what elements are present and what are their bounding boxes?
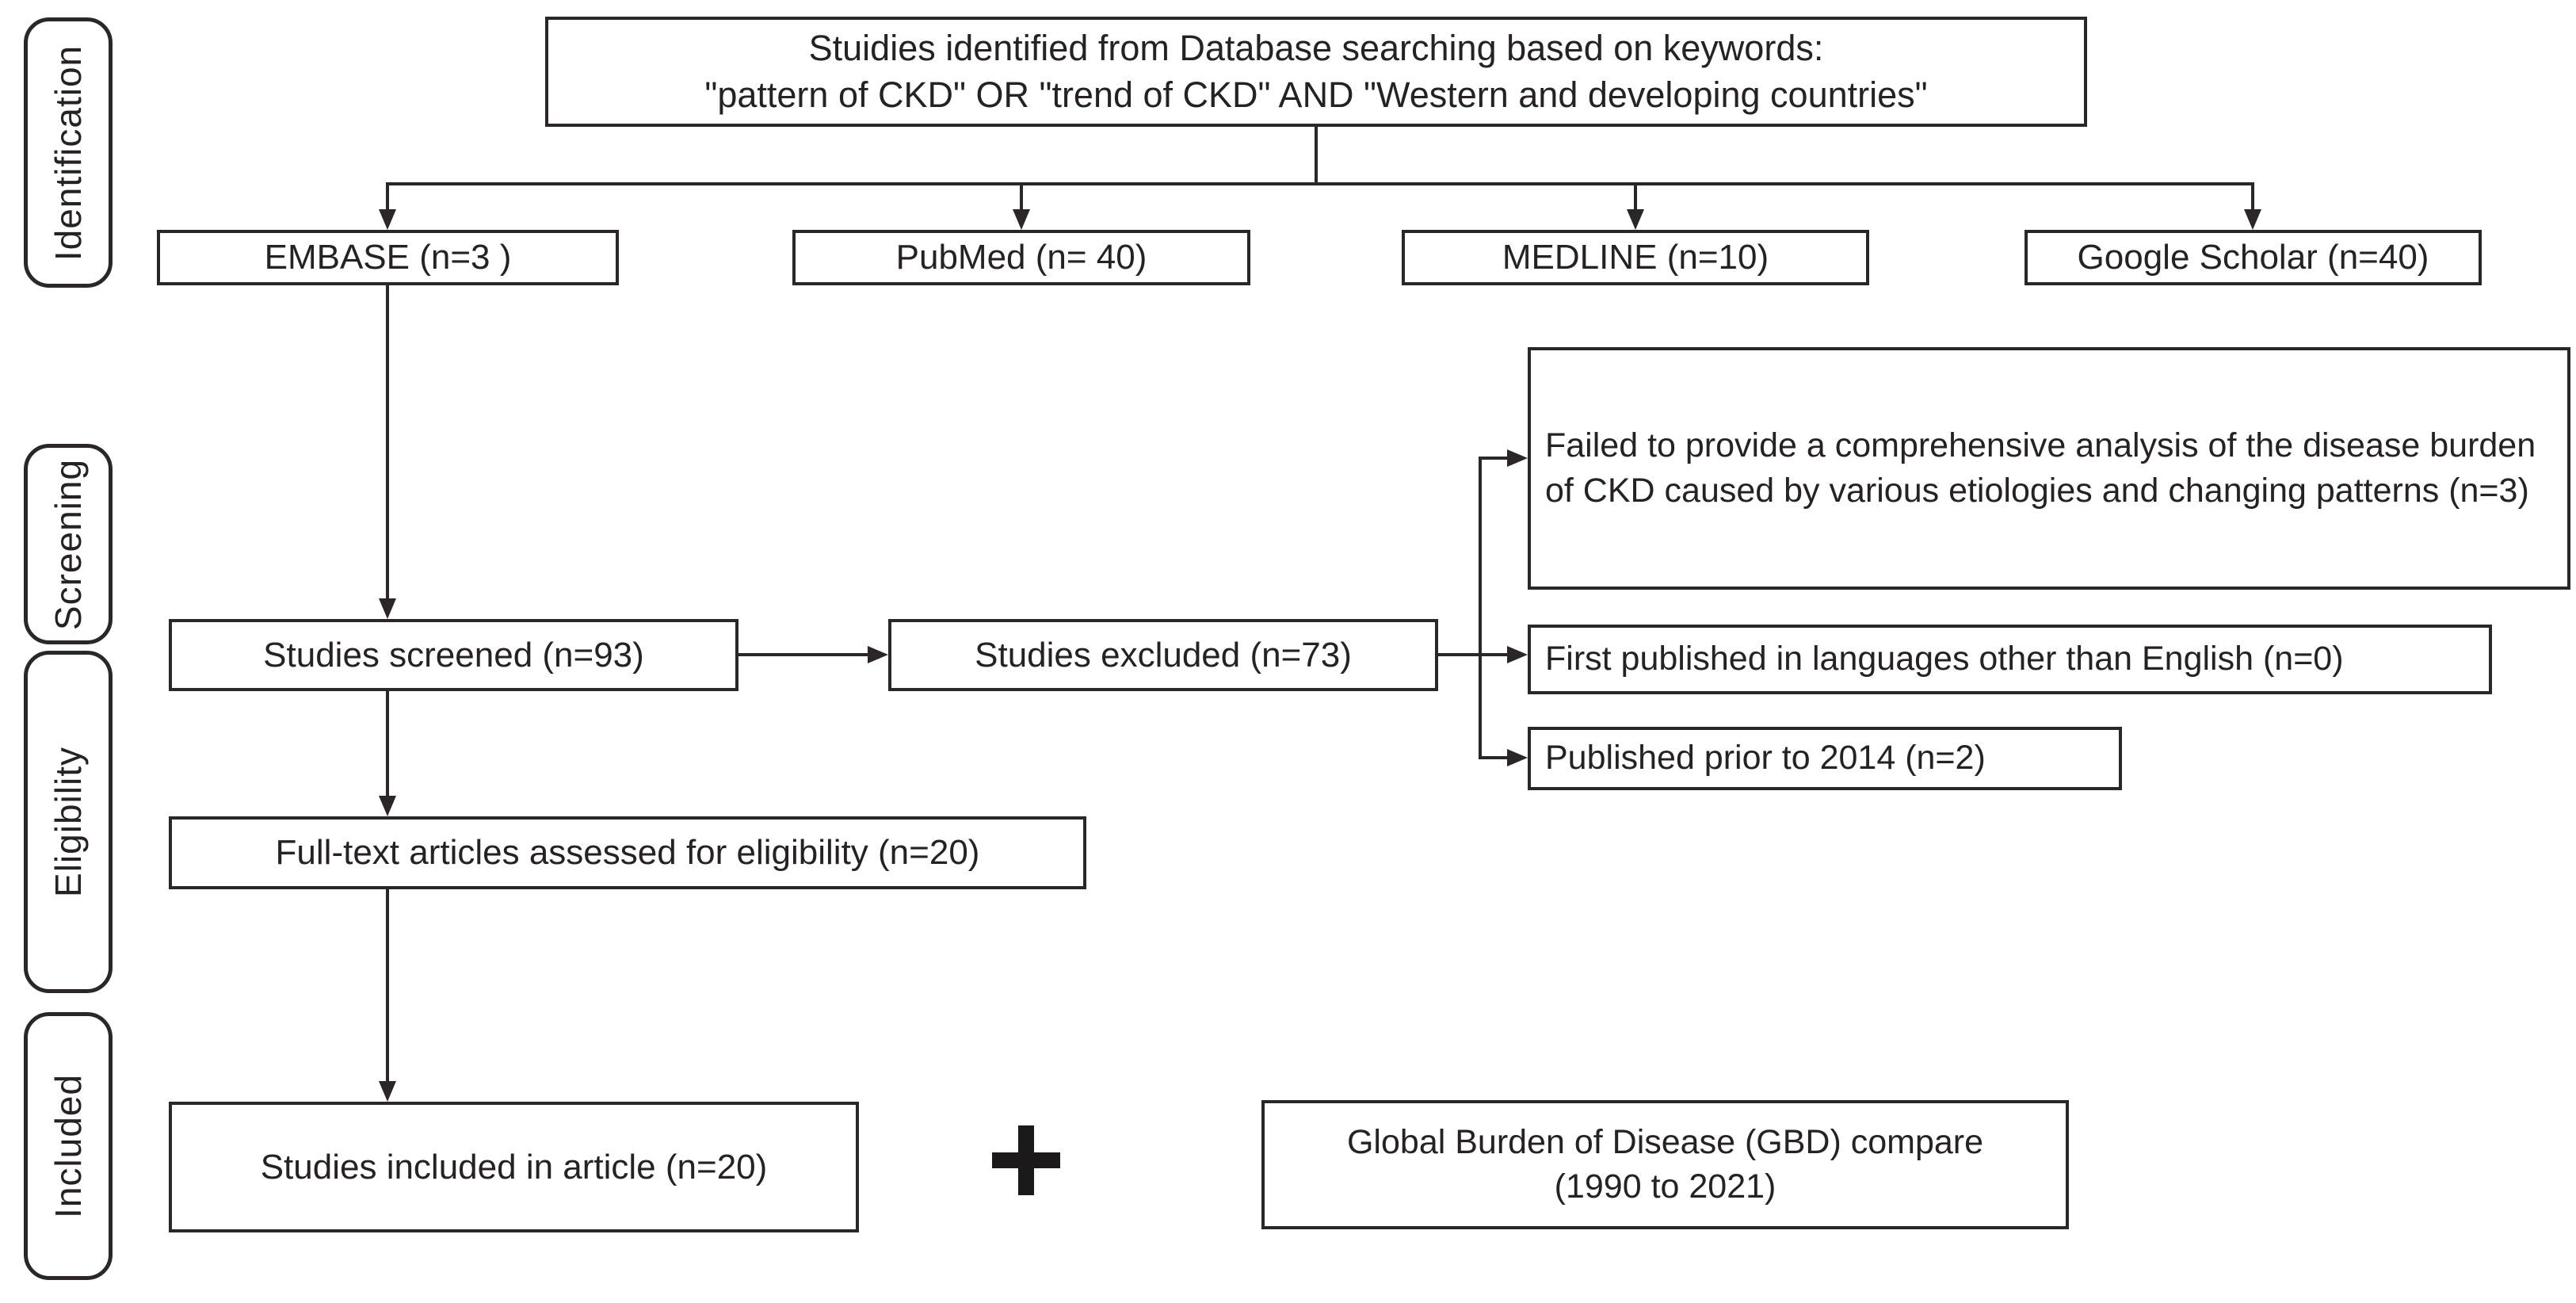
medline-label: MEDLINE (n=10) xyxy=(1502,238,1769,277)
connector-reason2-stub xyxy=(1482,653,1509,656)
connector-topbox-stem xyxy=(1315,127,1318,185)
plus-icon-horizontal-bar xyxy=(992,1152,1060,1168)
stage-pill-identification: Identification xyxy=(24,17,113,288)
medline-box: MEDLINE (n=10) xyxy=(1402,230,1869,285)
arrowhead-fulltext xyxy=(379,796,396,816)
connector-medline-stub xyxy=(1634,182,1637,212)
connector-google-stub xyxy=(2251,182,2254,212)
studies-included-label: Studies included in article (n=20) xyxy=(260,1147,768,1186)
embase-label: EMBASE (n=3 ) xyxy=(264,238,512,277)
stage-label-eligibility: Eligibility xyxy=(48,747,90,897)
gbd-compare-box: Global Burden of Disease (GBD) compare (… xyxy=(1261,1100,2069,1229)
connector-reasons-vertical xyxy=(1479,457,1482,759)
exclusion-reason-2-box: First published in languages other than … xyxy=(1528,625,2492,694)
connector-embase-screened xyxy=(386,285,389,600)
stage-pill-eligibility: Eligibility xyxy=(24,651,113,993)
connector-fulltext-included xyxy=(386,889,389,1083)
arrowhead-medline xyxy=(1627,209,1644,230)
studies-screened-box: Studies screened (n=93) xyxy=(169,619,738,691)
exclusion-reason-1-label: Failed to provide a comprehensive analys… xyxy=(1545,426,2536,510)
arrowhead-included xyxy=(379,1081,396,1102)
gbd-compare-line2: (1990 to 2021) xyxy=(1554,1167,1776,1206)
google-scholar-label: Google Scholar (n=40) xyxy=(2077,238,2429,277)
connector-branch-horizontal xyxy=(386,182,2254,185)
arrowhead-embase xyxy=(379,209,396,230)
connector-excluded-junction xyxy=(1438,653,1482,656)
google-scholar-box: Google Scholar (n=40) xyxy=(2025,230,2482,285)
studies-included-box: Studies included in article (n=20) xyxy=(169,1102,859,1232)
exclusion-reason-1-box: Failed to provide a comprehensive analys… xyxy=(1528,347,2570,590)
stage-label-included: Included xyxy=(48,1074,90,1218)
arrowhead-reason1 xyxy=(1507,449,1528,467)
connector-pubmed-stub xyxy=(1020,182,1023,212)
connector-screened-fulltext xyxy=(386,691,389,799)
exclusion-reason-3-box: Published prior to 2014 (n=2) xyxy=(1528,727,2122,790)
stage-pill-included: Included xyxy=(24,1012,113,1280)
stage-pill-screening: Screening xyxy=(24,444,113,644)
stage-label-screening: Screening xyxy=(48,458,90,630)
arrowhead-screened xyxy=(379,598,396,619)
fulltext-assessed-label: Full-text articles assessed for eligibil… xyxy=(275,833,980,873)
identified-studies-line1: Stuidies identified from Database search… xyxy=(808,28,1824,68)
arrowhead-reason2 xyxy=(1507,646,1528,663)
studies-screened-label: Studies screened (n=93) xyxy=(263,635,644,674)
gbd-compare-line1: Global Burden of Disease (GBD) compare xyxy=(1346,1122,1984,1161)
stage-label-identification: Identification xyxy=(48,44,89,261)
pubmed-label: PubMed (n= 40) xyxy=(895,238,1147,277)
exclusion-reason-2-label: First published in languages other than … xyxy=(1545,640,2344,678)
pubmed-box: PubMed (n= 40) xyxy=(792,230,1250,285)
connector-reason3-stub xyxy=(1479,756,1509,759)
fulltext-assessed-box: Full-text articles assessed for eligibil… xyxy=(169,816,1086,889)
arrowhead-excluded xyxy=(868,646,888,663)
connector-screened-excluded xyxy=(738,653,870,656)
identified-studies-line2: "pattern of CKD" OR "trend of CKD" AND "… xyxy=(704,74,1928,115)
connector-reason1-stub xyxy=(1479,457,1509,460)
identified-studies-box: Stuidies identified from Database search… xyxy=(545,17,2087,127)
embase-box: EMBASE (n=3 ) xyxy=(157,230,619,285)
arrowhead-google xyxy=(2244,209,2261,230)
connector-embase-stub xyxy=(386,182,389,212)
studies-excluded-box: Studies excluded (n=73) xyxy=(888,619,1438,691)
arrowhead-pubmed xyxy=(1013,209,1030,230)
exclusion-reason-3-label: Published prior to 2014 (n=2) xyxy=(1545,739,1986,778)
studies-excluded-label: Studies excluded (n=73) xyxy=(975,635,1352,674)
plus-icon xyxy=(992,1125,1060,1195)
arrowhead-reason3 xyxy=(1507,749,1528,766)
